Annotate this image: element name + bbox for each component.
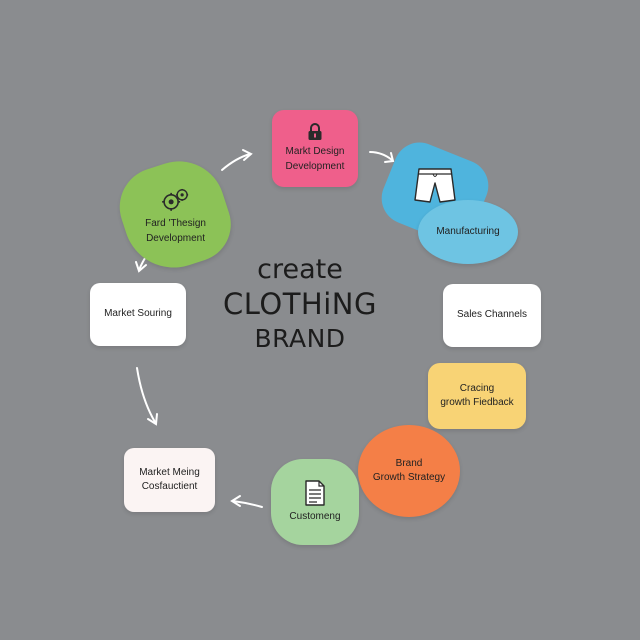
arrow-design-to-manufacturing [369, 151, 393, 161]
node-growth-feedback: Cracing growth Fiedback [428, 363, 526, 429]
gears-icon [161, 188, 188, 211]
node-fard-design: Fard 'Thesign Development [109, 149, 241, 281]
arrow-sourcing-to-meing [136, 367, 156, 423]
arrow-customer-to-meing [232, 500, 263, 508]
arrow-fard-to-design-head [242, 149, 253, 161]
title-line-3: BRAND [254, 324, 346, 353]
node-label: growth Fiedback [440, 397, 514, 408]
diagram-title: create CLOTHiNG BRAND [200, 255, 400, 355]
node-sales-channels: Sales Channels [443, 284, 541, 347]
title-line-1: create [257, 254, 343, 285]
arrow-sourcing-to-meing-head [147, 413, 158, 426]
arrow-customer-to-meing-head [230, 495, 241, 507]
arrow-fard-to-design [221, 153, 251, 171]
node-label: Development [145, 232, 205, 244]
node-label: Development [285, 160, 345, 172]
node-label: Brand [395, 457, 423, 469]
node-label: Markt Design [285, 146, 345, 157]
title-line-2: CLOTHiNG [223, 287, 377, 321]
node-label: Market Meing [139, 466, 200, 478]
node-label: Customeng [289, 510, 341, 522]
node-customer: Customeng [271, 459, 359, 545]
node-label: Manufacturing [436, 225, 500, 237]
document-icon [305, 480, 325, 506]
shorts-icon [414, 168, 456, 203]
arrow-fard-to-sourcing-head [135, 261, 147, 273]
node-manufacturing: Manufacturing [418, 200, 518, 264]
lock-icon [308, 123, 322, 140]
node-label: Fard 'Thesign [144, 217, 206, 229]
node-label: Sales Channels [456, 309, 528, 321]
arrow-design-to-manufacturing-head [384, 152, 395, 163]
node-label: Market Souring [104, 308, 172, 320]
node-market-meing: Market Meing Cosfauctient [124, 448, 215, 512]
node-label: Cosfauctient [141, 481, 198, 492]
node-label: Cracing [459, 382, 495, 394]
node-market-sourcing: Market Souring [90, 283, 186, 346]
node-brand-growth-strategy: Brand Growth Strategy [358, 425, 460, 517]
node-label: Growth Strategy [372, 472, 446, 483]
node-market-design: Markt Design Development [272, 110, 358, 187]
